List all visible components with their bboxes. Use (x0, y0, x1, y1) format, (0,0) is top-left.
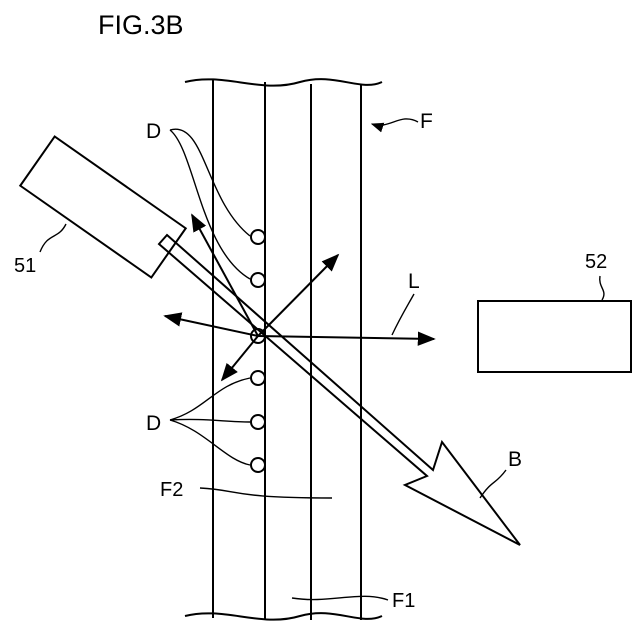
beam-leader (480, 470, 506, 498)
scatter-ray (192, 215, 258, 336)
figure-title: FIG.3B (98, 10, 184, 40)
light-label: L (408, 270, 420, 293)
film-label: F (420, 110, 433, 133)
receiver-leader (600, 276, 604, 300)
defect-leader (170, 378, 250, 420)
layer-f2-label: F2 (160, 479, 183, 501)
layer-f1-leader (292, 596, 388, 600)
defect (251, 273, 265, 287)
defect-leader (170, 130, 250, 279)
beam-label: B (508, 448, 522, 471)
emitter (20, 137, 185, 278)
defect-leader (170, 420, 250, 465)
receiver (478, 301, 631, 372)
scatter-ray (258, 255, 338, 336)
film-bottom-edge (185, 613, 382, 620)
layer-f1-label: F1 (392, 590, 415, 612)
defects-lower-label: D (146, 412, 161, 435)
defects (251, 230, 265, 472)
defect (251, 458, 265, 472)
defect (251, 415, 265, 429)
film (185, 79, 382, 620)
emitter-leader (40, 224, 66, 252)
defects-upper-label: D (146, 120, 161, 143)
scatter-rays (165, 215, 434, 380)
film-top-edge (185, 79, 382, 86)
light-leader (392, 294, 414, 335)
emitter-label: 51 (14, 255, 36, 277)
film-leader (372, 119, 418, 125)
scatter-ray (165, 316, 258, 336)
receiver-label: 52 (585, 251, 607, 273)
defect (251, 371, 265, 385)
defect-leader (170, 419, 250, 422)
defect-leader (170, 129, 250, 236)
defect (251, 230, 265, 244)
